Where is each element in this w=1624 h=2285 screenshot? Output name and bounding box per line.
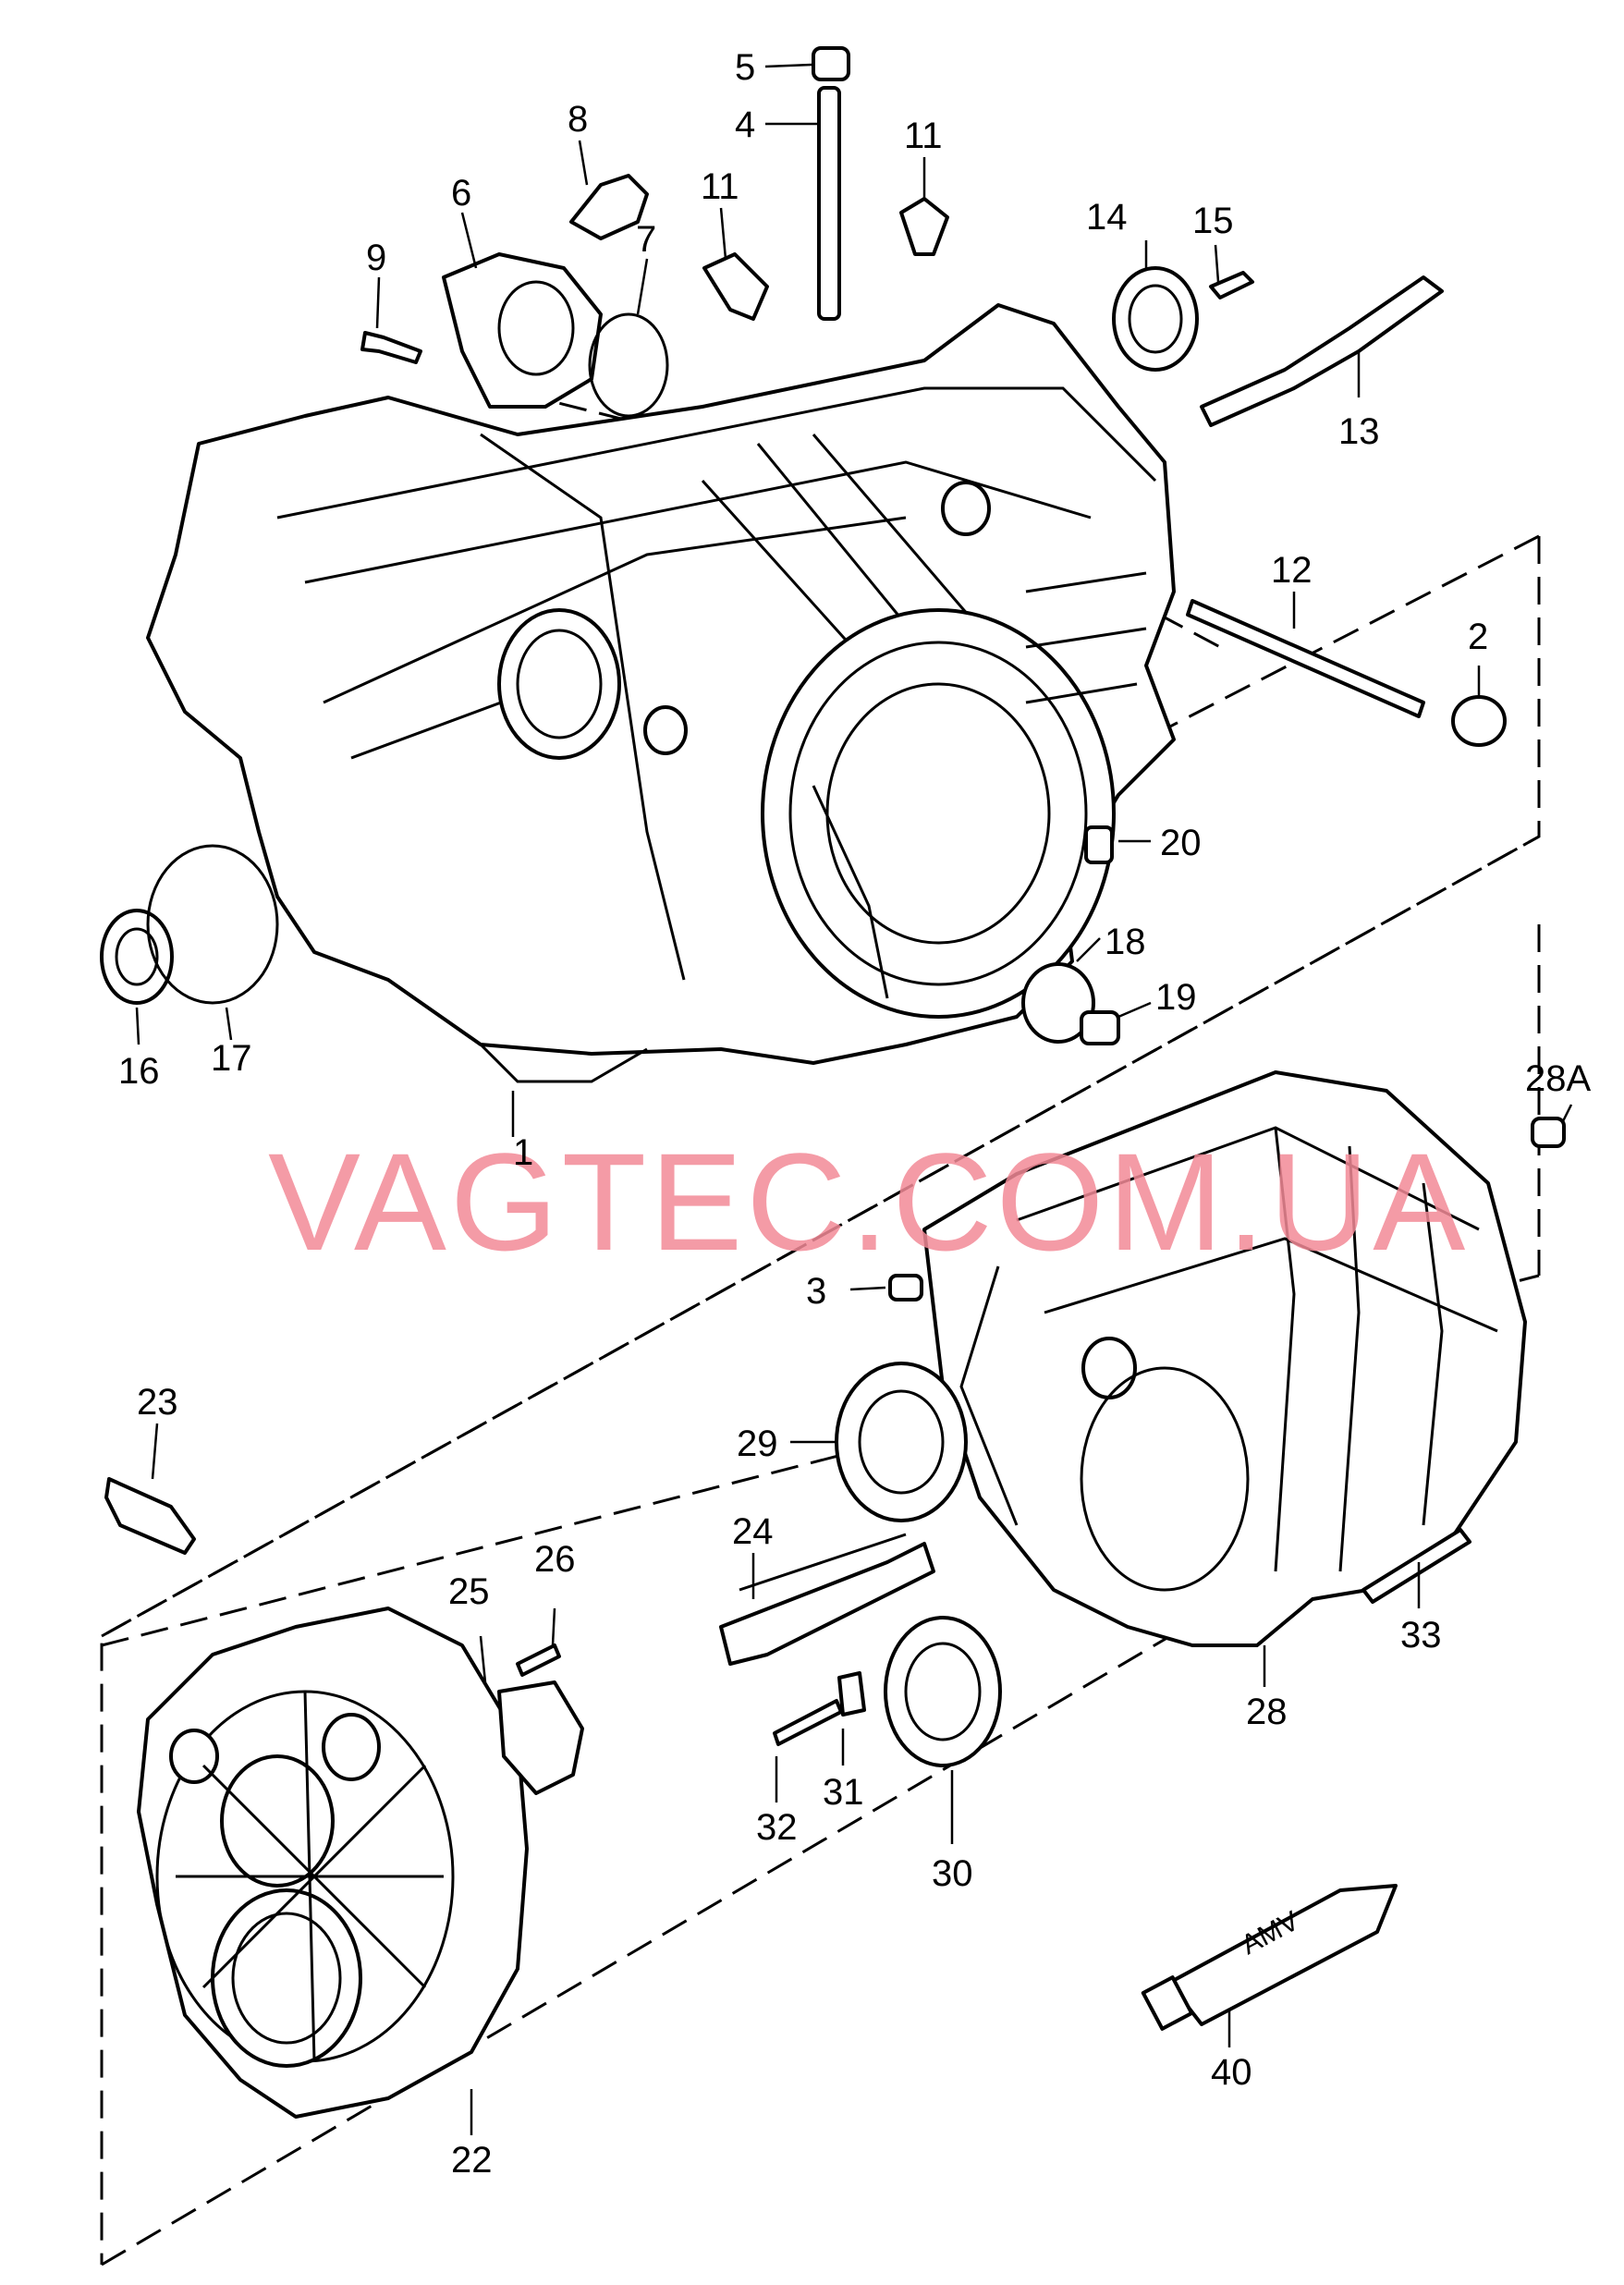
callout-1: 1 bbox=[513, 1132, 533, 1173]
callout-40: 40 bbox=[1211, 2052, 1252, 2093]
part-18-seal bbox=[1021, 962, 1095, 1044]
callout-31: 31 bbox=[823, 1772, 864, 1813]
part-20-plug bbox=[1084, 825, 1114, 864]
part-17-gasket bbox=[146, 844, 279, 1005]
part-26-screw bbox=[516, 1643, 561, 1677]
callout-5: 5 bbox=[735, 47, 755, 88]
callout-23: 23 bbox=[137, 1382, 178, 1423]
part-3-dowel bbox=[888, 1274, 923, 1301]
small-parts bbox=[100, 46, 1566, 2031]
watermark-text: VAGTEC.COM.UA bbox=[268, 1124, 1469, 1279]
part-40-sealant-tube bbox=[1167, 1884, 1398, 2026]
callout-12: 12 bbox=[1271, 550, 1313, 591]
part-19-sleeve bbox=[1080, 1010, 1120, 1045]
part-6-flange bbox=[442, 252, 603, 409]
callout-28a: 28A bbox=[1525, 1058, 1591, 1099]
callout-11-left: 11 bbox=[701, 166, 739, 207]
callout-18: 18 bbox=[1105, 922, 1146, 962]
part-32-screw bbox=[773, 1699, 843, 1746]
part-14-bearing bbox=[1112, 266, 1199, 372]
part-13-shift-rail bbox=[1200, 275, 1444, 427]
callout-20: 20 bbox=[1160, 823, 1202, 863]
part-25-plate bbox=[497, 1680, 584, 1795]
callout-8: 8 bbox=[568, 99, 588, 140]
part-2-nut bbox=[1451, 695, 1507, 747]
part-11-plug-a bbox=[702, 252, 769, 321]
callout-25: 25 bbox=[448, 1571, 490, 1612]
callout-7: 7 bbox=[636, 219, 656, 260]
callout-16: 16 bbox=[118, 1051, 160, 1092]
part-11-plug-b bbox=[899, 197, 949, 256]
callout-24: 24 bbox=[732, 1511, 774, 1552]
callout-28: 28 bbox=[1246, 1692, 1288, 1732]
callout-19: 19 bbox=[1155, 977, 1197, 1018]
part-4-pin bbox=[817, 86, 841, 321]
part-30-bearing bbox=[884, 1616, 1002, 1767]
callout-2: 2 bbox=[1468, 617, 1488, 657]
callout-13: 13 bbox=[1338, 411, 1380, 452]
gearbox-case bbox=[922, 1070, 1527, 1647]
callout-4: 4 bbox=[735, 104, 755, 145]
callout-14: 14 bbox=[1086, 197, 1128, 238]
part-29-bearing bbox=[835, 1362, 968, 1522]
front-cover bbox=[137, 1607, 529, 2119]
part-9-bolt bbox=[360, 331, 422, 364]
part-15-bolt bbox=[1209, 271, 1254, 299]
callout-9: 9 bbox=[366, 238, 386, 278]
part-28a-bushing bbox=[1531, 1117, 1566, 1148]
callout-3: 3 bbox=[806, 1271, 826, 1312]
callout-33: 33 bbox=[1400, 1615, 1442, 1656]
part-23-sleeve bbox=[104, 1477, 196, 1555]
callout-11-right: 11 bbox=[904, 116, 943, 156]
leader-lines bbox=[135, 63, 1573, 2135]
callout-15: 15 bbox=[1192, 201, 1234, 241]
part-16-seal bbox=[100, 909, 174, 1005]
callout-29: 29 bbox=[737, 1424, 778, 1464]
callout-17: 17 bbox=[211, 1038, 252, 1079]
callout-26: 26 bbox=[534, 1539, 576, 1580]
callout-32: 32 bbox=[756, 1807, 798, 1848]
part-33-bolt bbox=[1361, 1528, 1471, 1604]
part-callouts: 1 2 3 4 5 6 7 8 9 11 11 12 13 14 15 16 1… bbox=[118, 47, 1591, 2181]
callout-6: 6 bbox=[451, 173, 471, 214]
part-12-shaft bbox=[1186, 599, 1425, 718]
transmission-housing bbox=[146, 303, 1176, 1083]
part-7-o-ring bbox=[588, 312, 669, 418]
callout-30: 30 bbox=[932, 1853, 973, 1894]
callout-22: 22 bbox=[451, 2140, 493, 2181]
part-8-switch bbox=[569, 174, 649, 240]
part-24-selector bbox=[719, 1542, 935, 1666]
part-31-clip bbox=[837, 1671, 866, 1717]
part-5-cap bbox=[812, 46, 850, 81]
